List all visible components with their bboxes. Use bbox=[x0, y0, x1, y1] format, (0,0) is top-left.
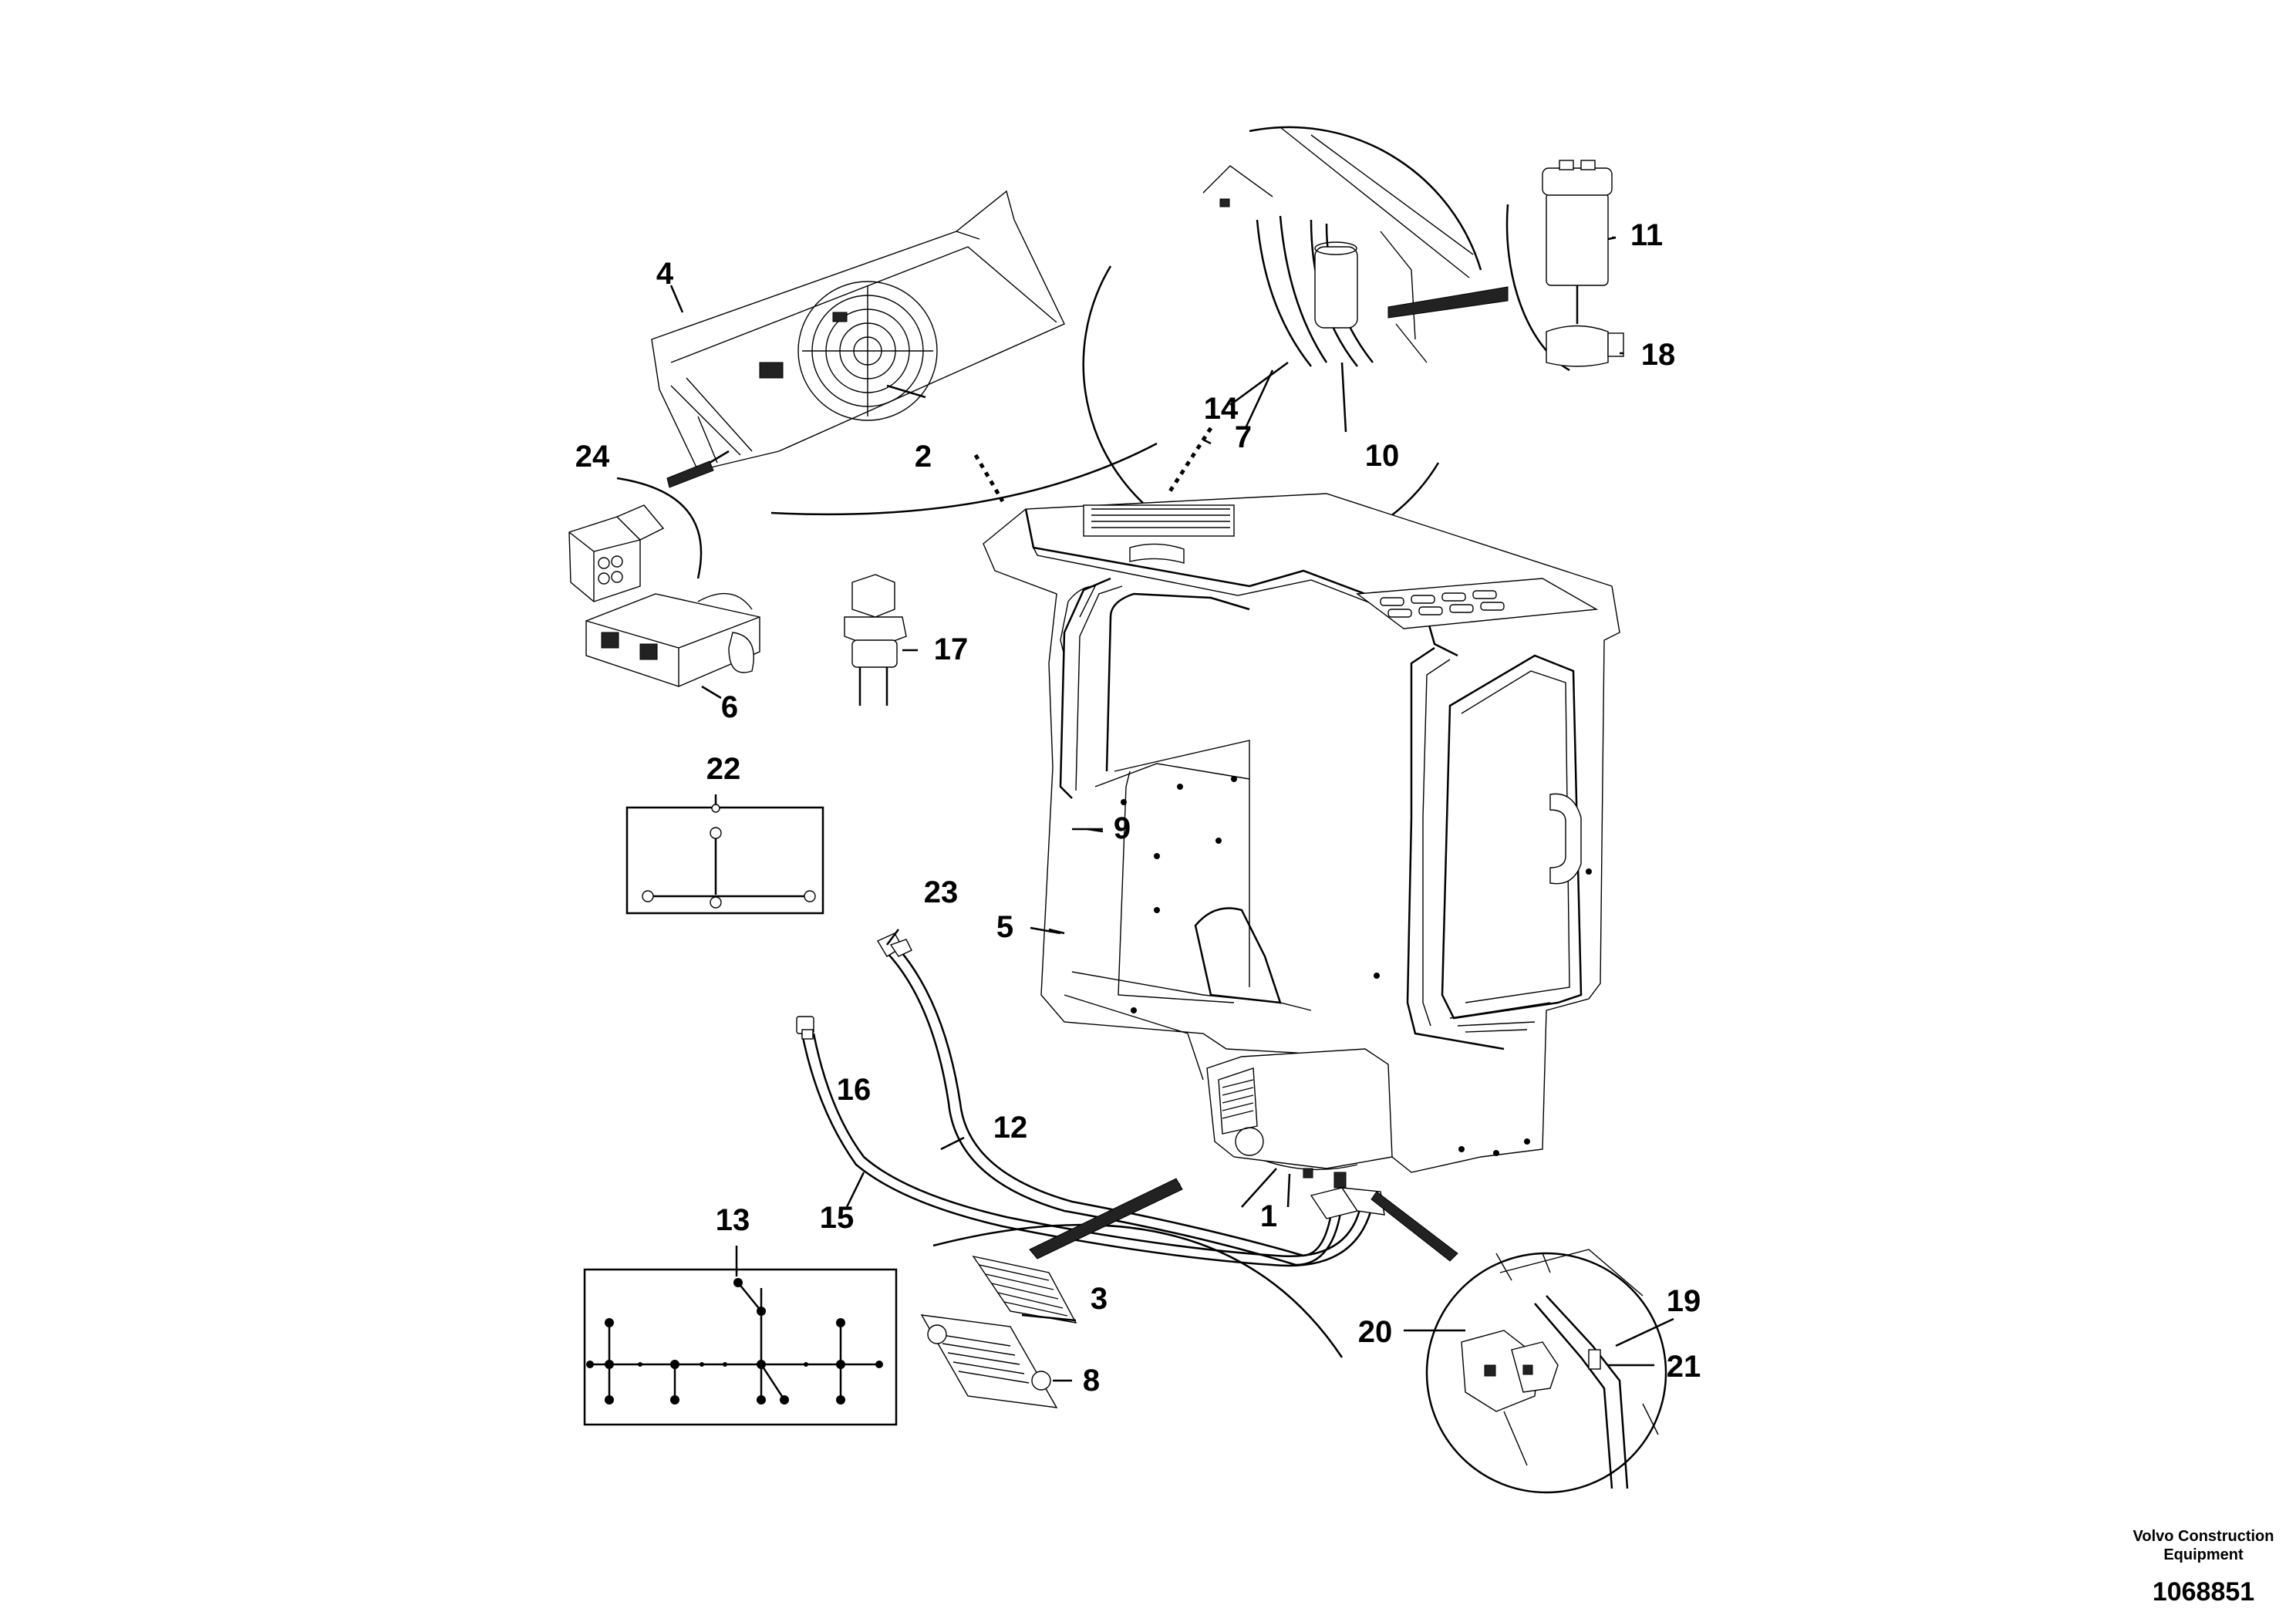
callout-2: 2 bbox=[915, 440, 932, 474]
leader-lines bbox=[669, 236, 1674, 1382]
footer-block: Volvo Construction Equipment 1068851 bbox=[2133, 1528, 2274, 1607]
callout-5: 5 bbox=[996, 910, 1013, 944]
heater-unit bbox=[1206, 1048, 1393, 1189]
wiring-symbol-13 bbox=[583, 1246, 898, 1426]
callout-17: 17 bbox=[934, 632, 969, 666]
callout-20: 20 bbox=[1358, 1315, 1393, 1349]
callout-23: 23 bbox=[924, 875, 959, 909]
document-number: 1068851 bbox=[2153, 1577, 2254, 1607]
callout-labels: 1 2 3 4 5 6 7 8 9 10 11 12 13 14 15 16 1… bbox=[575, 218, 1701, 1398]
wiring-symbol-22 bbox=[625, 794, 824, 915]
brand-line-1: Volvo Construction bbox=[2133, 1528, 2274, 1545]
filter-grille bbox=[920, 1178, 1344, 1408]
callout-22: 22 bbox=[706, 752, 741, 786]
callout-7: 7 bbox=[1235, 420, 1252, 454]
callout-21: 21 bbox=[1667, 1350, 1701, 1384]
callout-6: 6 bbox=[721, 690, 738, 724]
callout-9: 9 bbox=[1114, 811, 1131, 845]
callout-10: 10 bbox=[1365, 439, 1400, 473]
callout-24: 24 bbox=[575, 440, 610, 474]
switch-panel-6 bbox=[585, 592, 760, 687]
callout-3: 3 bbox=[1091, 1282, 1108, 1316]
callout-15: 15 bbox=[820, 1201, 855, 1235]
callout-12: 12 bbox=[993, 1111, 1028, 1145]
roof-ac-unit-detail bbox=[651, 190, 1158, 516]
receiver-drier-detail bbox=[1505, 160, 1624, 372]
cab-frame bbox=[983, 493, 1620, 1173]
pressure-switch-17 bbox=[844, 574, 907, 706]
hose-receiver-detail bbox=[1082, 126, 1482, 557]
callout-8: 8 bbox=[1083, 1364, 1100, 1398]
callout-14: 14 bbox=[1204, 392, 1239, 426]
callout-11: 11 bbox=[1630, 218, 1663, 252]
callout-13: 13 bbox=[716, 1203, 750, 1237]
callout-4: 4 bbox=[656, 257, 674, 291]
callout-19: 19 bbox=[1667, 1284, 1701, 1318]
detail-pointer-lines bbox=[666, 286, 1509, 503]
connection-detail bbox=[1371, 1191, 1667, 1494]
ac-hoses bbox=[796, 932, 1385, 1267]
callout-18: 18 bbox=[1641, 338, 1676, 372]
connector-24 bbox=[568, 477, 703, 602]
brand-line-2: Equipment bbox=[2163, 1546, 2244, 1563]
callout-16: 16 bbox=[837, 1073, 872, 1107]
callout-1: 1 bbox=[1260, 1199, 1277, 1233]
